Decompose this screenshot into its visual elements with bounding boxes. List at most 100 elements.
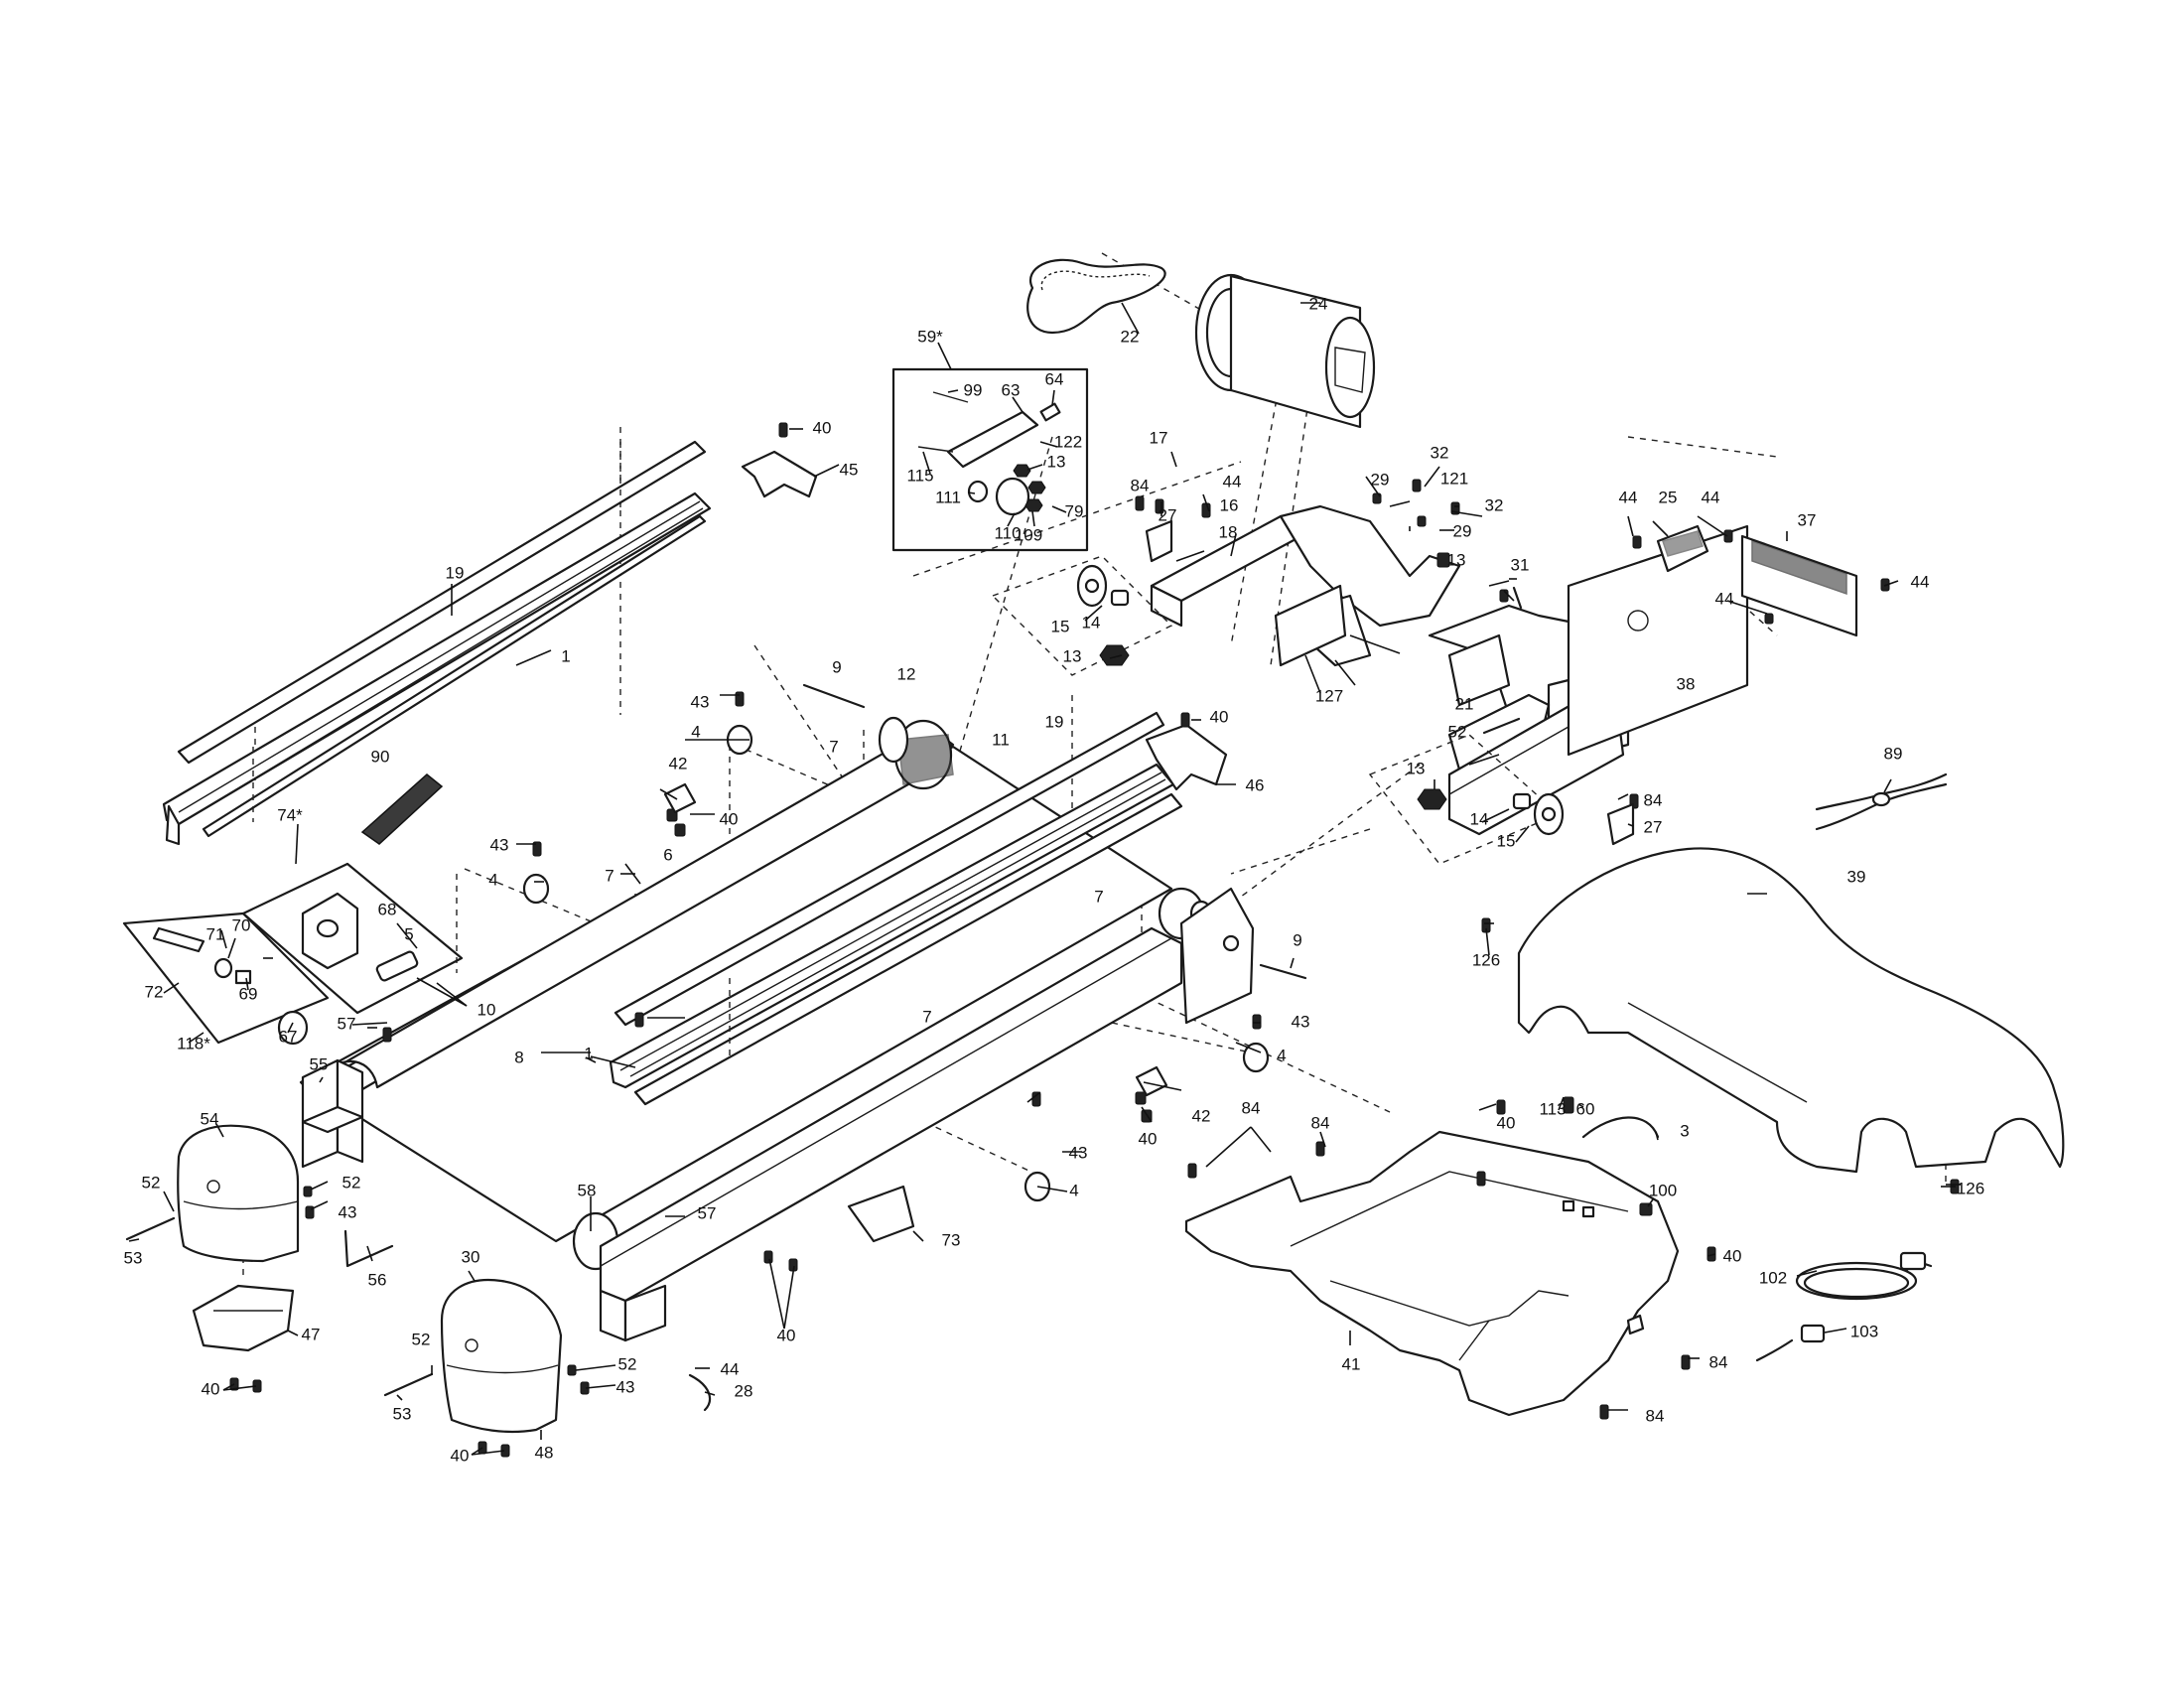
part-label-13: 13 — [1447, 550, 1466, 569]
part-label-21: 21 — [1455, 694, 1474, 713]
part-label-11: 11 — [992, 730, 1010, 749]
isolator-feet — [522, 724, 1270, 1202]
part-label-12: 12 — [897, 664, 916, 683]
right-side-rail — [609, 711, 1183, 1106]
left-frame-rail — [301, 1058, 364, 1169]
part-label-10: 10 — [478, 1000, 496, 1019]
part-label-42: 42 — [669, 754, 688, 772]
part-label-3: 3 — [1680, 1121, 1689, 1140]
part-label-109: 109 — [1015, 525, 1042, 544]
part-label-44: 44 — [1702, 488, 1720, 506]
drive-belt — [1026, 258, 1166, 335]
part-label-9: 9 — [832, 657, 841, 676]
part-label-48: 48 — [535, 1443, 554, 1462]
part-label-4: 4 — [1069, 1181, 1078, 1199]
part-label-111: 111 — [935, 488, 961, 506]
right-front-endcap — [1145, 723, 1228, 791]
base-pan — [1184, 1130, 1680, 1417]
power-cord-103 — [1755, 1324, 1826, 1362]
part-label-43: 43 — [490, 835, 509, 854]
part-label-24: 24 — [1309, 294, 1328, 313]
part-label-27: 27 — [1644, 817, 1663, 836]
part-label-41: 41 — [1342, 1354, 1361, 1373]
part-label-71: 71 — [206, 924, 225, 943]
part-label-43: 43 — [616, 1377, 635, 1396]
left-side-rail — [162, 440, 712, 846]
label-leaders — [128, 302, 1961, 1456]
part-label-7: 7 — [605, 866, 614, 885]
upright-bracket-127 — [1274, 584, 1347, 667]
part-label-30: 30 — [462, 1247, 480, 1266]
part-label-39: 39 — [1847, 867, 1866, 886]
hex-key — [343, 1229, 394, 1268]
part-label-40: 40 — [1210, 707, 1229, 726]
part-label-13: 13 — [1407, 759, 1426, 777]
part-label-40: 40 — [1497, 1113, 1516, 1132]
part-label-89: 89 — [1884, 744, 1903, 763]
part-label-84: 84 — [1709, 1352, 1728, 1371]
part-label-57: 57 — [338, 1014, 356, 1033]
part-label-69: 69 — [239, 984, 258, 1003]
part-label-38: 38 — [1677, 674, 1696, 693]
part-label-73: 73 — [942, 1230, 961, 1249]
part-label-56: 56 — [368, 1270, 387, 1289]
motor-mount-plate-38 — [1567, 524, 1749, 757]
part-label-32: 32 — [1485, 495, 1504, 514]
part-label-29: 29 — [1371, 470, 1390, 489]
part-label-113: 113 — [1539, 1099, 1566, 1118]
part-label-72: 72 — [145, 982, 164, 1001]
part-label-7: 7 — [1094, 887, 1103, 906]
part-label-9: 9 — [1293, 930, 1301, 949]
part-labels: 1 1 3 4 4 4 4 5 6 7 7 7 7 8 9 9 10 11 12… — [124, 294, 1985, 1465]
part-label-1: 1 — [561, 646, 570, 665]
part-label-43: 43 — [1292, 1012, 1310, 1031]
part-label-45: 45 — [840, 460, 859, 479]
part-label-5: 5 — [404, 924, 413, 943]
part-label-52: 52 — [342, 1173, 361, 1192]
wire-harness-89 — [1815, 772, 1948, 831]
part-label-44: 44 — [1911, 572, 1930, 591]
part-label-40: 40 — [451, 1446, 470, 1465]
part-label-14: 14 — [1470, 809, 1489, 828]
part-label-84: 84 — [1644, 790, 1663, 809]
part-label-58: 58 — [578, 1181, 597, 1199]
part-label-84: 84 — [1242, 1098, 1261, 1117]
part-label-25: 25 — [1659, 488, 1678, 506]
part-label-64: 64 — [1045, 369, 1064, 388]
part-label-122: 122 — [1054, 432, 1082, 451]
part-label-103: 103 — [1850, 1322, 1878, 1340]
part-label-55: 55 — [310, 1054, 329, 1073]
part-label-121: 121 — [1440, 469, 1468, 488]
roller-wheel-group-lower — [1368, 734, 1565, 865]
choke-25 — [1656, 524, 1709, 573]
part-label-84: 84 — [1646, 1406, 1665, 1425]
part-label-8: 8 — [514, 1048, 523, 1066]
part-label-43: 43 — [339, 1202, 357, 1221]
access-cover — [847, 1185, 915, 1243]
part-label-13: 13 — [1047, 452, 1066, 471]
idler-inset — [891, 367, 1089, 552]
part-label-15: 15 — [1051, 617, 1070, 635]
part-label-19: 19 — [446, 563, 465, 582]
part-label-63: 63 — [1002, 380, 1021, 399]
part-label-115: 115 — [906, 466, 933, 485]
part-label-79: 79 — [1065, 501, 1084, 520]
part-label-84: 84 — [1131, 476, 1150, 494]
part-label-19: 19 — [1045, 712, 1064, 731]
tensioner-inset — [241, 862, 464, 1015]
part-label-84: 84 — [1311, 1113, 1330, 1132]
part-label-53: 53 — [393, 1404, 412, 1423]
part-label-40: 40 — [1139, 1129, 1158, 1148]
part-label-29: 29 — [1453, 521, 1472, 540]
part-label-126: 126 — [1472, 950, 1500, 969]
part-label-43: 43 — [1069, 1143, 1088, 1162]
part-label-40: 40 — [202, 1379, 220, 1398]
part-label-53: 53 — [124, 1248, 143, 1267]
part-label-18: 18 — [1219, 522, 1238, 541]
part-label-74: 74* — [277, 805, 303, 824]
part-label-44: 44 — [721, 1359, 740, 1378]
part-label-54: 54 — [201, 1109, 219, 1128]
part-label-40: 40 — [1723, 1246, 1742, 1265]
